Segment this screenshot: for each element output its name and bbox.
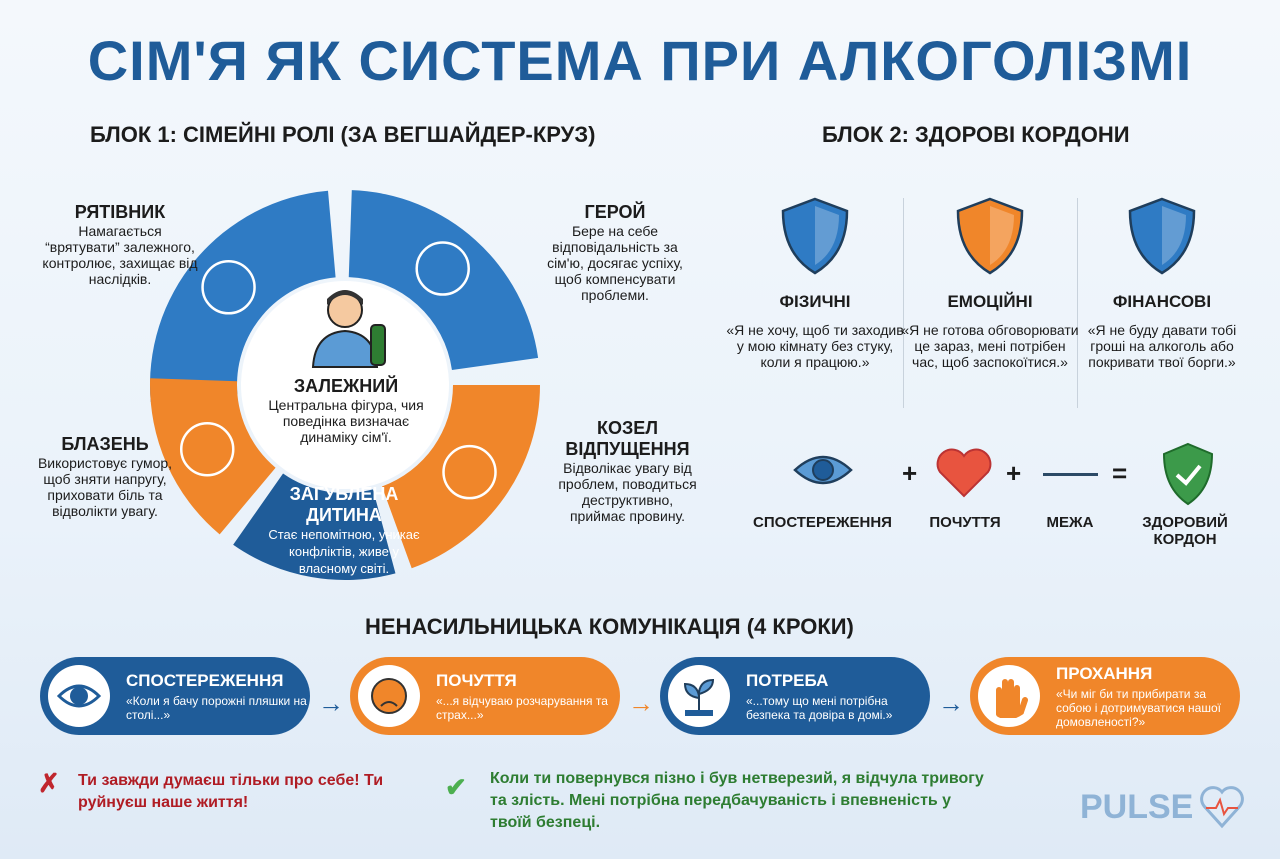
rescuer-icon <box>201 260 256 315</box>
arrow-icon: → <box>318 688 344 718</box>
boundary-quote: «Я не хочу, щоб ти заходив у мою кімнату… <box>726 322 904 370</box>
hand-icon <box>996 679 1028 718</box>
boundary-column: ФІЗИЧНІ «Я не хочу, щоб ти заходив у мою … <box>725 292 905 370</box>
nvc-step: ПОТРЕБА «...тому що мені потрібна безпека… <box>660 657 930 735</box>
formula-boundary: МЕЖА <box>1046 514 1094 531</box>
shield-icon <box>781 197 849 275</box>
boundary-line-icon <box>1043 473 1098 476</box>
boundary-column: ФІНАНСОВІ «Я не буду давати тобі гроші на… <box>1072 292 1252 370</box>
plus-sign: + <box>1006 458 1022 488</box>
boundary-title: ЕМОЦІЙНІ <box>947 292 1033 311</box>
role-desc: Центральна фігура, чия поведінка визнача… <box>268 397 424 445</box>
boundary-quote: «Я не буду давати тобі гроші на алкоголь… <box>1087 322 1237 370</box>
ring-segment-scapegoat <box>381 385 540 569</box>
goat-target-icon <box>442 444 497 500</box>
ring-segment-lost-child <box>233 473 396 580</box>
step-text: «...тому що мені потрібна безпека та дов… <box>746 693 893 722</box>
pulse-logo: PULSE <box>1080 788 1194 826</box>
divider <box>903 198 904 408</box>
cross-icon: ✗ <box>38 768 60 798</box>
plus-sign: + <box>902 458 918 488</box>
boundary-column: ЕМОЦІЙНІ «Я не готова обговорювати це зар… <box>900 292 1080 370</box>
arrow-icon: → <box>628 688 654 718</box>
step-icon-circle <box>978 665 1040 727</box>
block2-heading: БЛОК 2: ЗДОРОВІ КОРДОНИ <box>822 122 1130 147</box>
role-name: ЗАГУБЛЕНА ДИТИНА <box>289 484 399 525</box>
step-text: «Коли я бачу порожні пляшки на столі...» <box>126 693 307 722</box>
addicted-person-icon <box>311 290 386 368</box>
nvc-heading: НЕНАСИЛЬНИЦЬКА КОМУНІКАЦІЯ (4 КРОКИ) <box>365 614 854 639</box>
clown-icon <box>179 421 235 477</box>
bad-example-text: Ти завжди думаєш тільки про себе! Ти руй… <box>78 772 384 811</box>
boundary-quote: «Я не готова обговорювати це зараз, мені… <box>901 322 1079 370</box>
hero-icon <box>415 241 470 296</box>
ring-segment-clown <box>150 378 276 535</box>
good-example-text: Коли ти повернувся пізно і був нетверези… <box>490 770 984 831</box>
step-title: ПОТРЕБА <box>746 670 829 690</box>
shield-icon <box>1128 197 1196 275</box>
role-name: БЛАЗЕНЬ <box>61 434 149 454</box>
upset-face-icon <box>371 678 407 714</box>
formula-feeling: ПОЧУТТЯ <box>929 514 1001 531</box>
role-desc: Бере на себе відповідальність за сім'ю, … <box>547 223 683 303</box>
green-shield-check-icon <box>1162 442 1214 506</box>
step-icon-circle <box>358 665 420 727</box>
step-icon-circle <box>668 665 730 727</box>
role-desc: Використовує гумор, щоб зняти напругу, п… <box>37 455 173 519</box>
check-icon: ✔ <box>445 772 467 802</box>
boundary-title: ФІНАНСОВІ <box>1112 292 1212 311</box>
center-circle <box>241 281 449 489</box>
step-title: ПОЧУТТЯ <box>436 670 517 690</box>
shield-icon <box>956 197 1024 275</box>
role-desc: Стає непомітною, уникає конфліктів, живе… <box>268 527 420 576</box>
eye-icon <box>57 684 101 708</box>
step-text: «...я відчуваю розчарування та страх...» <box>436 693 608 722</box>
ring-segment-hero <box>348 190 539 370</box>
step-icon-circle <box>48 665 110 727</box>
sprout-icon <box>683 678 715 716</box>
role-name: КОЗЕЛ ВІДПУЩЕННЯ <box>565 418 690 459</box>
logo-heart-icon <box>1200 786 1244 829</box>
divider <box>1077 198 1078 408</box>
role-name: ЗАЛЕЖНИЙ <box>293 376 399 396</box>
step-title: СПОСТЕРЕЖЕННЯ <box>126 670 284 690</box>
boundary-title: ФІЗИЧНІ <box>779 292 851 311</box>
block1-heading: БЛОК 1: СІМЕЙНІ РОЛІ (ЗА ВЕГШАЙДЕР-КРУЗ) <box>90 122 596 147</box>
role-desc: Відволікає увагу від проблем, поводиться… <box>558 460 697 524</box>
role-desc: Намагається “врятувати” залежного, контр… <box>42 223 198 287</box>
equals-sign: = <box>1112 458 1128 488</box>
step-title: ПРОХАННЯ <box>1056 663 1153 683</box>
nvc-step: ПРОХАННЯ «Чи міг би ти прибирати за собою… <box>970 657 1240 735</box>
formula-healthy-boundary: ЗДОРОВИЙ КОРДОН <box>1142 514 1228 548</box>
role-name: ГЕРОЙ <box>584 202 646 222</box>
formula-observation: СПОСТЕРЕЖЕННЯ <box>753 514 892 531</box>
ring-segment-rescuer <box>150 190 336 402</box>
arrow-icon: → <box>938 688 964 718</box>
nvc-step: ПОЧУТТЯ «...я відчуваю розчарування та ст… <box>350 657 620 735</box>
eye-icon <box>793 455 853 485</box>
roles-cycle-diagram <box>150 190 540 580</box>
step-text: «Чи міг би ти прибирати за собою і дотри… <box>1056 686 1221 729</box>
nvc-step: СПОСТЕРЕЖЕННЯ «Коли я бачу порожні пляшки… <box>40 657 310 735</box>
heart-icon <box>936 448 992 498</box>
page-title: СІМ'Я ЯК СИСТЕМА ПРИ АЛКОГОЛІЗМІ <box>87 29 1193 92</box>
role-name: РЯТІВНИК <box>74 202 166 222</box>
